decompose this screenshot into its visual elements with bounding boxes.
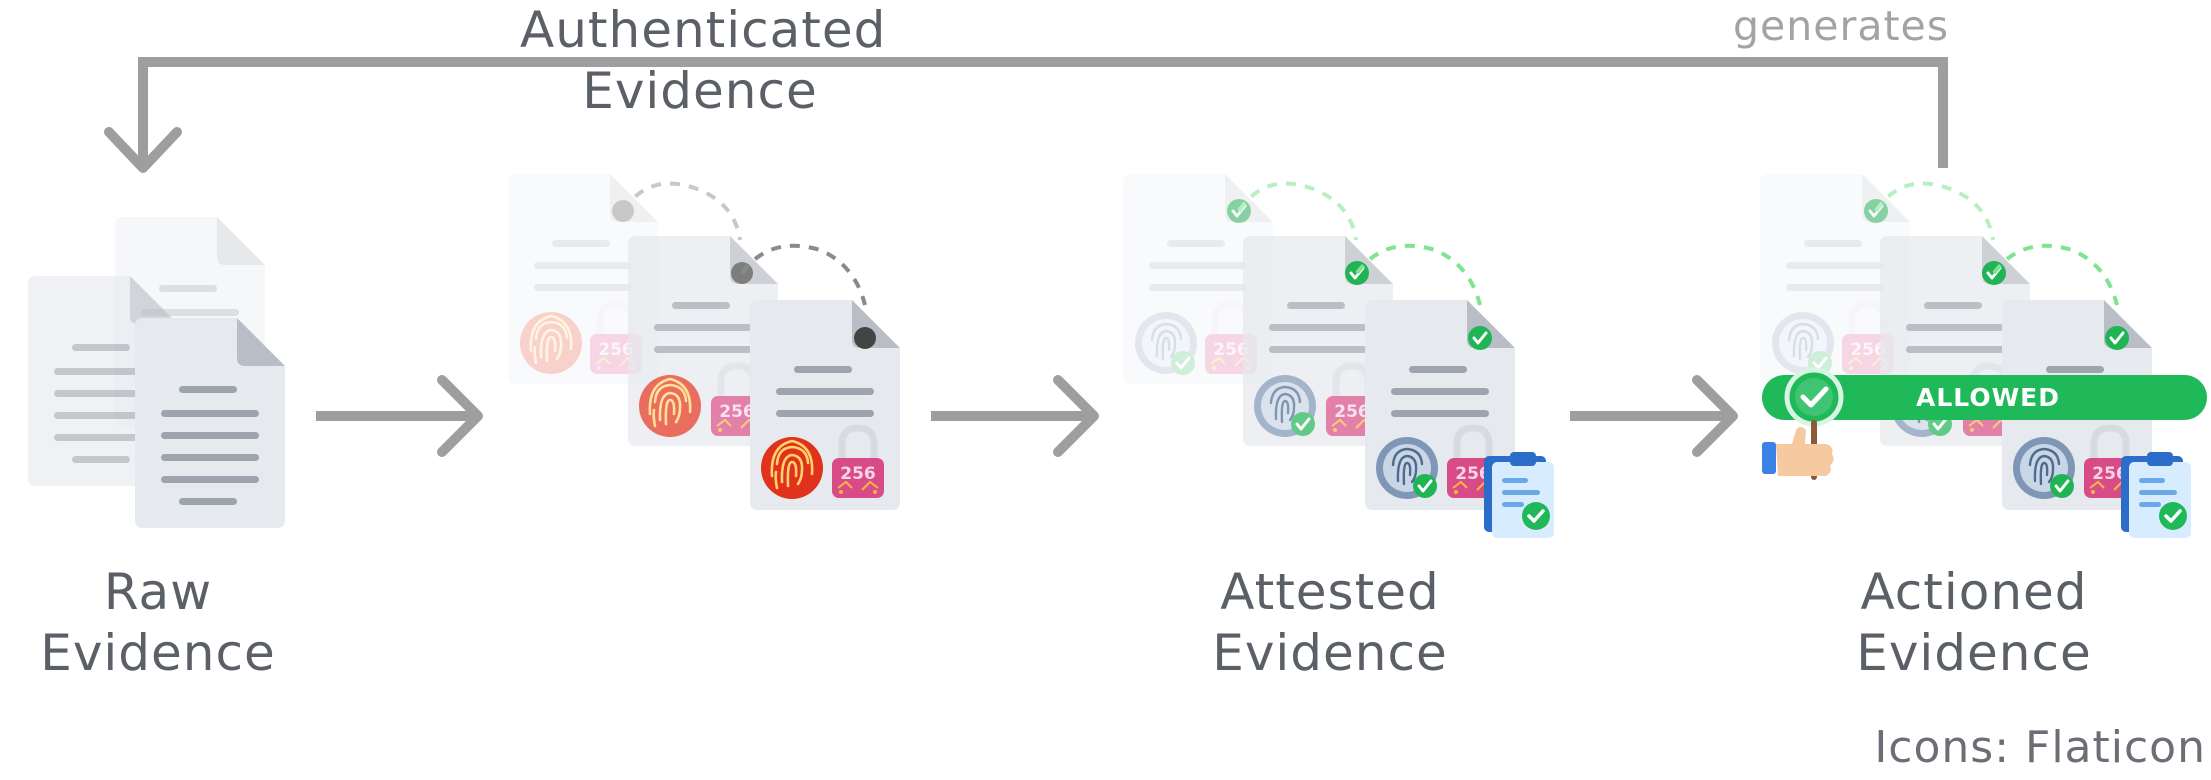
stage-label-attested: Attested Evidence	[1190, 562, 1470, 684]
stage-label-line2: Evidence	[1212, 624, 1448, 682]
icon-credit: Icons: Flaticon	[1874, 722, 2206, 773]
authenticated-evidence-icon	[508, 174, 900, 510]
stage-label-actioned: Actioned Evidence	[1834, 562, 2114, 684]
stage-label-line1: Authenticated	[520, 1, 887, 59]
stage-label-line2: Evidence	[40, 624, 276, 682]
thumbs-up-hand-icon	[1762, 420, 1834, 480]
actioned-evidence-icon	[1760, 174, 2193, 540]
loop-label: generates	[1733, 2, 1950, 50]
stage-label-authenticated: Authenticated Evidence	[520, 0, 887, 122]
attested-evidence-icon	[1123, 174, 1556, 540]
allowed-badge-label: ALLOWED	[1916, 383, 2060, 412]
stage-label-line1: Raw	[103, 563, 213, 621]
stage-label-line1: Actioned	[1860, 563, 2088, 621]
stage-label-raw: Raw Evidence	[18, 562, 298, 684]
stage-label-line2: Evidence	[1856, 624, 2092, 682]
allowed-badge-icon: ALLOWED	[1762, 367, 2207, 427]
stage-arrow-3	[1570, 375, 1738, 457]
stage-arrow-2	[931, 375, 1099, 457]
stage-arrow-1	[316, 375, 483, 457]
raw-evidence-icon	[28, 217, 285, 528]
stage-label-line1: Attested	[1220, 563, 1440, 621]
feedback-loop-arrow	[104, 57, 1948, 173]
stage-label-line2: Evidence	[582, 62, 818, 120]
